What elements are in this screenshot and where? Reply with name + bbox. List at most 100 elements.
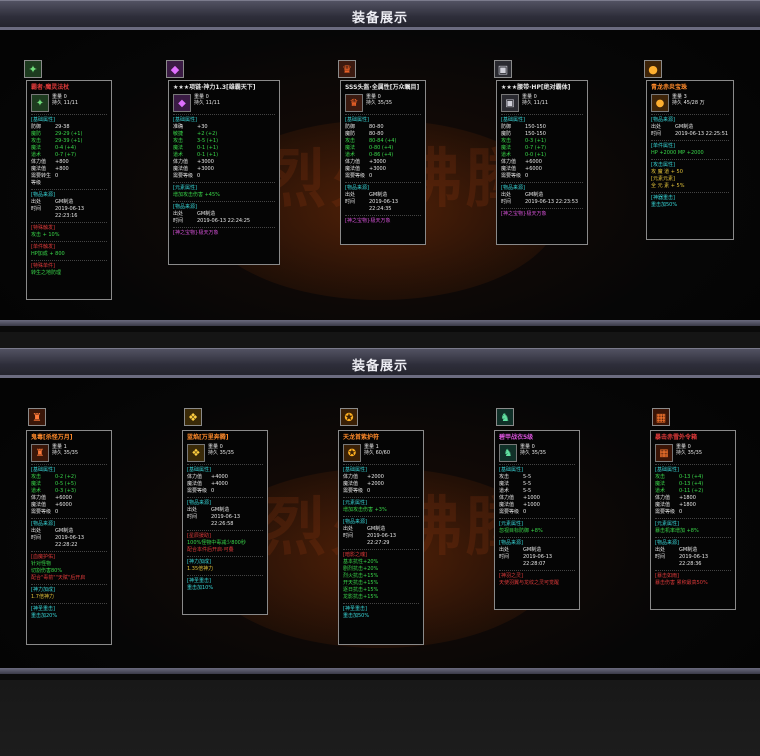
section-line: 1.35倍神力 (187, 566, 214, 572)
section-title: [元素属性] (655, 521, 679, 527)
stat-value: GM制造 (197, 211, 216, 217)
section-line: 重击加10% (187, 585, 214, 591)
stat-row: 魔法值+6000 (31, 502, 107, 509)
stat-value: 0 (211, 488, 215, 494)
stat-label: 魔法 (655, 481, 666, 487)
stat-label: 攻击 (501, 138, 512, 144)
section-divider (187, 530, 263, 531)
stat-label: 时间 (655, 554, 666, 560)
item-header-line: 重量 0 (52, 94, 67, 100)
section-title: [物品来源] (343, 519, 367, 525)
stat-value: +4000 (211, 481, 228, 487)
item-name: ★★★腰带·HP[绝对霸体] (501, 84, 571, 91)
section-divider (501, 114, 583, 115)
section-line: 重击加20% (31, 613, 58, 619)
section-title: [物品来源] (345, 185, 369, 191)
gold-wing-icon: ❖ (187, 444, 205, 462)
stat-label: 魔法值 (345, 166, 361, 172)
stat-value: GM制造 (523, 547, 542, 553)
grey-belt-icon[interactable]: ▣ (494, 60, 512, 78)
stat-value: +1000 (523, 495, 540, 501)
section-divider (651, 159, 729, 160)
demon-armor-icon[interactable]: ♜ (28, 408, 46, 426)
section-line: 暴击机率增加 +8% (655, 528, 699, 534)
stat-row: 防御 29-38 (31, 124, 107, 131)
stat-row: 魔法值+4000 (187, 481, 263, 488)
section-title: [元素属性] (343, 500, 367, 506)
section-title: [物品来源] (655, 540, 679, 546)
gold-orb-icon[interactable]: ● (644, 60, 662, 78)
stat-label: 体力值 (187, 474, 203, 480)
green-blade-icon: ✦ (31, 94, 49, 112)
section-divider (345, 215, 421, 216)
crimson-chest-icon[interactable]: ▦ (652, 408, 670, 426)
stat-label: 防御 (31, 124, 42, 130)
stat-row: 体力值+3000 (173, 159, 275, 166)
stat-label: 时间 (501, 199, 512, 205)
section-line: 100%怪物中毒减少800秒 (187, 540, 246, 546)
stat-value: 150-150 (525, 124, 546, 130)
section-divider (651, 192, 729, 193)
section-divider (651, 114, 729, 115)
section-divider (31, 114, 107, 115)
dragon-ring-icon[interactable]: ✪ (340, 408, 358, 426)
section-line: 增加攻击伤害 +45% (173, 192, 220, 198)
stat-value: 0-2 (+2) (55, 474, 77, 480)
section-title: [基础属性] (31, 117, 55, 123)
section-title: [物品来源] (187, 500, 211, 506)
section-title: [物品来源] (31, 521, 55, 527)
item-name: 霸者·魔灵法杖 (31, 84, 70, 91)
panel-bottom-bar (0, 320, 760, 326)
stat-label: 出处 (343, 526, 354, 532)
purple-gem-icon[interactable]: ◆ (166, 60, 184, 78)
green-blade-icon[interactable]: ✦ (24, 60, 42, 78)
section-divider (345, 114, 421, 115)
section-divider (501, 208, 583, 209)
stat-value: 29-38 (55, 124, 70, 130)
stat-value: +4000 (211, 474, 228, 480)
section-title: [元素属性] (499, 521, 523, 527)
stat-value: +6000 (55, 502, 72, 508)
section-title: [基础属性] (345, 117, 369, 123)
stat-row: 体力值+6000 (501, 159, 583, 166)
gold-wing-icon[interactable]: ❖ (184, 408, 202, 426)
stat-label: 时间 (651, 131, 662, 137)
stat-row: 魔法值+1000 (499, 502, 575, 509)
stat-label: 时间 (187, 514, 198, 520)
item-name: 青龙赤炎宝珠 (651, 84, 688, 91)
item-name: SSS头盔·全属性[万众瞩目] (345, 84, 420, 91)
purple-gem-icon: ◆ (173, 94, 191, 112)
stat-label: 需要等级 (501, 173, 522, 179)
section-divider (651, 140, 729, 141)
section-divider (343, 516, 419, 517)
section-line: 切割伤害80% (31, 568, 63, 574)
section-title: [神器重击] (651, 195, 675, 201)
gold-orb-icon: ● (651, 94, 669, 112)
stat-row: 魔法值+800 (31, 166, 107, 173)
section-title: [基础属性] (501, 117, 525, 123)
jade-armor-icon[interactable]: ♞ (496, 408, 514, 426)
fire-helmet-icon[interactable]: ♛ (338, 60, 356, 78)
section-divider (187, 464, 263, 465)
section-line: 天使羽翼与龙纹之灵可觉醒 (499, 580, 560, 586)
stat-label: 攻击 (345, 138, 356, 144)
section-title: [单件触发] (31, 244, 55, 250)
stat-label: 魔法值 (173, 166, 189, 172)
